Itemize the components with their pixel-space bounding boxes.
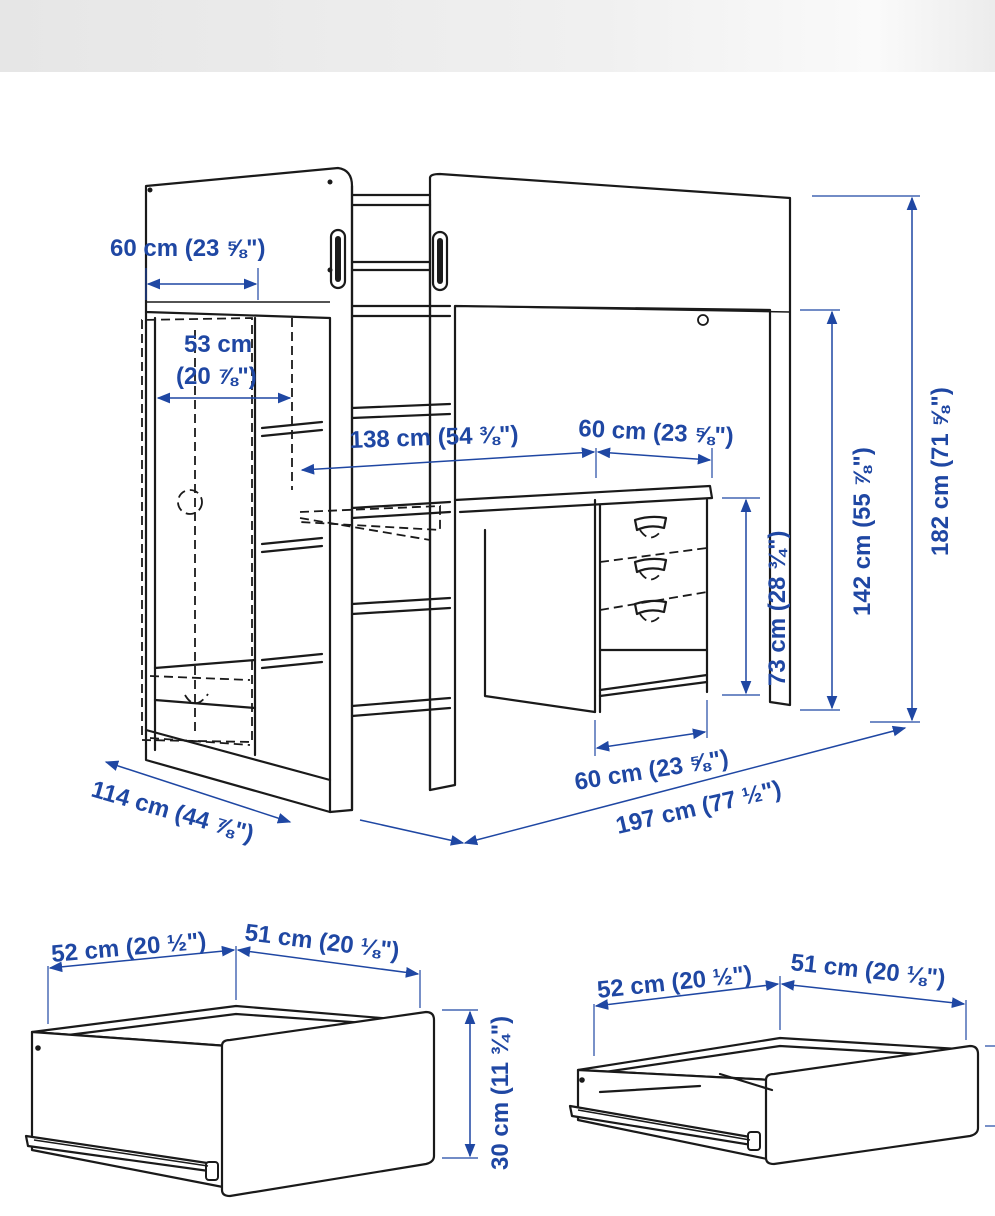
total-depth-label: 114 cm (44 ⅞") — [88, 776, 256, 848]
bed-underside-height-label: 142 cm (55 ⅞") — [849, 447, 876, 616]
desk-height-label: 73 cm (28 ¾") — [764, 531, 791, 686]
large-drawer-depth-label: 51 cm (20 ⅛") — [243, 919, 401, 965]
drawer-unit-width-bottom-label: 60 cm (23 ⅝") — [573, 745, 731, 796]
drawer-unit-width-top-label: 60 cm (23 ⅝") — [578, 415, 735, 450]
large-drawer-dimension-lines — [47, 945, 478, 1159]
wardrobe-width-label-line2: (20 ⅞") — [176, 363, 257, 390]
large-drawer-height-label: 30 cm (11 ¾") — [487, 1016, 514, 1170]
small-drawer-drawing — [568, 1036, 980, 1166]
total-height-label: 182 cm (71 ⅝") — [927, 387, 954, 556]
small-drawer-width-label: 52 cm (20 ½") — [596, 961, 753, 1004]
loft-bed-drawing — [141, 166, 792, 814]
loft-bed-dimension-lines — [104, 195, 920, 846]
small-drawer-dimension-lines — [593, 976, 995, 1127]
top-shelf-width-label: 60 cm (23 ⅝") — [110, 235, 265, 262]
large-drawer-width-label: 52 cm (20 ½") — [50, 928, 207, 968]
small-drawer-depth-label: 51 cm (20 ⅛") — [789, 949, 946, 992]
header-bar — [0, 0, 995, 72]
large-drawer-drawing — [24, 1004, 436, 1198]
loft-bed-dimension-labels: 60 cm (23 ⅝") 53 cm (20 ⅞") 138 cm (54 ⅜… — [88, 235, 954, 848]
wardrobe-width-label-line1: 53 cm — [184, 331, 252, 358]
desk-length-label: 138 cm (54 ⅜") — [349, 421, 519, 454]
